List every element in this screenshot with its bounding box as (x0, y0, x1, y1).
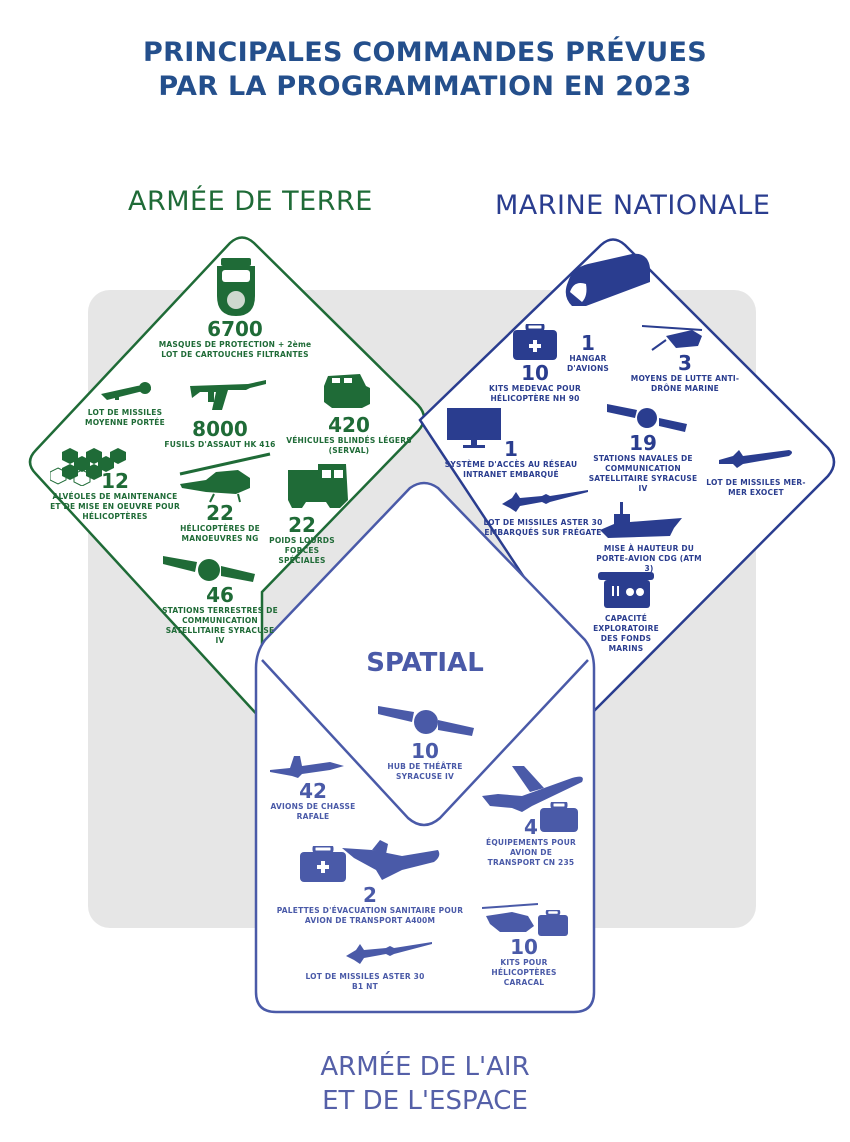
marine-item-exocet: LOT DE MISSILES MER-MER EXOCET (706, 478, 806, 497)
aircraft-carrier-icon (600, 502, 682, 538)
terre-item-alveoles: 12 ALVÉOLES DE MAINTENANCE ET DE MISE EN… (50, 469, 180, 521)
medical-kit-icon (300, 846, 346, 882)
marine-title: MARINE NATIONALE (495, 190, 771, 221)
terre-title: ARMÉE DE TERRE (128, 186, 373, 217)
page-title: PRINCIPALES COMMANDES PRÉVUES PAR LA PRO… (0, 36, 850, 104)
marine-item-exploration: CAPACITÉ EXPLORATOIRE DES FONDS MARINS (593, 614, 659, 653)
drone-icon (642, 325, 703, 351)
terre-item-gas-masks: 6700 MASQUES DE PROTECTION + 2ème LOT DE… (158, 317, 312, 359)
exocet-missile-icon (719, 450, 792, 468)
helicopter-icon (482, 903, 538, 932)
transport-plane-icon (482, 766, 583, 812)
hangar-icon (565, 253, 650, 306)
gas-mask-icon (217, 258, 255, 316)
terre-item-missiles: LOT DE MISSILES MOYENNE PORTÉE (85, 408, 165, 427)
marine-item-intranet: 1 SYSTÈME D'ACCÈS AU RÉSEAU INTRANET EMB… (444, 437, 578, 479)
marine-item-anti-drone: 3 MOYENS DE LUTTE ANTI-DRÔNE MARINE (630, 351, 740, 393)
monitor-icon (447, 408, 501, 448)
medical-kit-icon (513, 324, 557, 360)
spatial-item-hub: 10 HUB DE THÉÂTRE SYRACUSE IV (387, 739, 463, 781)
terre-item-helicopters: 22 HÉLICOPTÈRES DE MANOEUVRES NG (180, 501, 260, 543)
fighter-jet-icon (270, 756, 344, 778)
air-title-line-2: ET DE L'ESPACE (322, 1086, 528, 1116)
title-line-2: PAR LA PROGRAMMATION EN 2023 (158, 71, 692, 102)
honeycomb-icon (50, 448, 126, 486)
aster-missile-icon (346, 942, 432, 964)
marine-item-aster30: LOT DE MISSILES ASTER 30 EMBARQUÉS SUR F… (483, 518, 603, 537)
assault-rifle-icon (190, 380, 266, 410)
spatial-title: SPATIAL (366, 648, 484, 678)
terre-item-vehicles: 420 VÉHICULES BLINDÉS LÉGERS (SERVAL) (286, 413, 412, 455)
toolbox-icon (538, 910, 568, 936)
spatial-divider (261, 659, 589, 827)
marine-item-hangar: 1 HANGAR D'AVIONS (566, 331, 610, 373)
air-item-evacuation: 2 PALETTES D'ÉVACUATION SANITAIRE POUR A… (276, 883, 464, 925)
a400m-plane-icon (342, 840, 440, 880)
toolbox-icon (540, 802, 578, 832)
aster-missile-icon (502, 490, 588, 512)
helicopter-icon (179, 452, 271, 503)
air-title-line-1: ARMÉE DE L'AIR (320, 1052, 530, 1082)
air-title: ARMÉE DE L'AIR ET DE L'ESPACE (0, 1050, 850, 1118)
satellite-icon (163, 556, 255, 582)
satellite-icon (607, 404, 687, 432)
air-item-cn235: 4 ÉQUIPEMENTS POUR AVION DE TRANSPORT CN… (486, 815, 576, 867)
satellite-icon (378, 706, 474, 736)
missile-launcher-icon (101, 382, 151, 400)
marine-item-naval-stations: 19 STATIONS NAVALES DE COMMUNICATION SAT… (588, 431, 698, 493)
terre-item-rifles: 8000 FUSILS D'ASSAUT HK 416 (164, 417, 276, 449)
marine-item-carrier: MISE À HAUTEUR DU PORTE-AVION CDG (ATM 3… (596, 544, 702, 573)
title-line-1: PRINCIPALES COMMANDES PRÉVUES (143, 37, 707, 68)
marine-item-medevac: 10 KITS MEDEVAC POUR HÉLICOPTÈRE NH 90 (488, 361, 582, 403)
air-item-aster: LOT DE MISSILES ASTER 30 B1 NT (305, 972, 425, 991)
armored-vehicle-icon (324, 374, 370, 408)
air-item-rafale: 42 AVIONS DE CHASSE RAFALE (270, 779, 356, 821)
terre-item-trucks: 22 POIDS LOURDS FORCES SPÉCIALES (269, 513, 335, 565)
truck-icon (288, 464, 348, 508)
terre-item-satellite-stations: 46 STATIONS TERRESTRES DE COMMUNICATION … (162, 583, 278, 645)
submersible-icon (598, 572, 654, 608)
air-item-caracal: 10 KITS POUR HÉLICOPTÈRES CARACAL (491, 935, 557, 987)
